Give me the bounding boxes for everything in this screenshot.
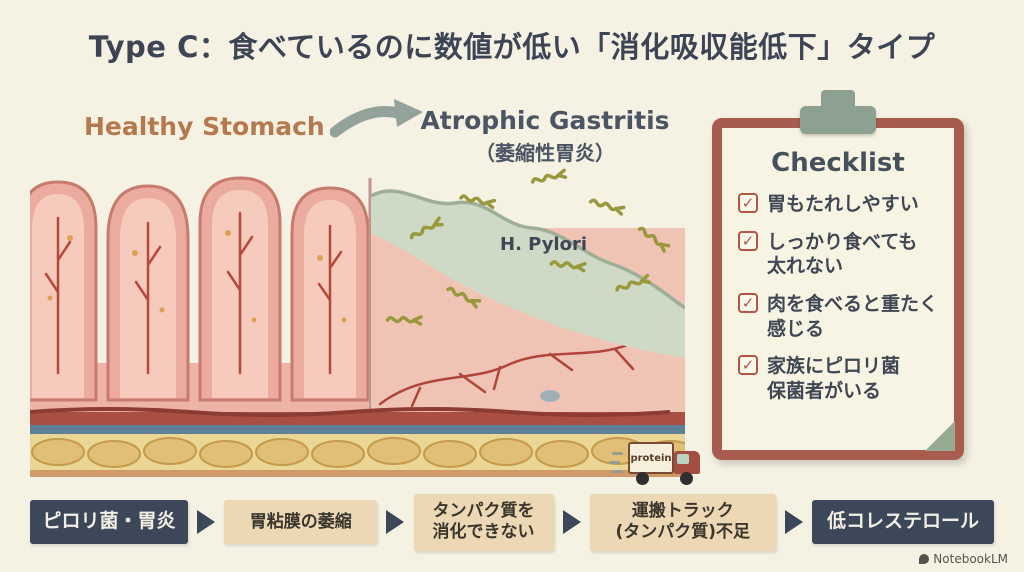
stomach-illustration xyxy=(30,168,685,477)
truck-wheel xyxy=(680,472,693,485)
checklist-item-label: 胃もたれしやすい xyxy=(767,193,919,215)
arrow-right-icon xyxy=(386,510,405,535)
checklist-item: ✓ 家族にピロリ菌 保菌者がいる xyxy=(738,354,940,403)
motion-line xyxy=(612,452,623,455)
h-pylori-label: H. Pylori xyxy=(500,234,588,255)
folded-corner xyxy=(925,421,955,451)
flow-step-transport-shortage: 運搬トラック (タンパク質)不足 xyxy=(589,494,776,551)
flow-step-protein-indigestion: タンパク質を 消化できない xyxy=(413,494,554,551)
clipboard-clip-icon xyxy=(800,106,876,134)
watermark-label: NotebookLM xyxy=(933,552,1008,566)
arrow-right-icon xyxy=(197,510,216,535)
page-title: Type C：食べているのに数値が低い「消化吸収能低下」タイプ xyxy=(88,30,936,64)
checklist-item: ✓ しっかり食べても 太れない xyxy=(738,230,940,279)
checklist-item-label: しっかり食べても 太れない xyxy=(767,230,918,278)
checkbox-checked-icon: ✓ xyxy=(738,193,758,213)
checklist-card: Checklist ✓ 胃もたれしやすい ✓ しっかり食べても 太れない ✓ 肉… xyxy=(712,118,964,460)
checklist-title: Checklist xyxy=(771,148,905,178)
protein-truck-icon: protein xyxy=(609,436,712,496)
transition-arrow-icon xyxy=(330,99,423,138)
watermark: NotebookLM xyxy=(919,552,1008,566)
truck-window xyxy=(677,454,689,464)
checklist-items: ✓ 胃もたれしやすい ✓ しっかり食べても 太れない ✓ 肉を食べると重たく 感… xyxy=(722,178,954,404)
causal-flow: ピロリ菌・胃炎 胃粘膜の萎縮 タンパク質を 消化できない 運搬トラック (タンパ… xyxy=(30,494,994,551)
truck-cargo-box: protein xyxy=(628,442,674,474)
arrow-right-icon xyxy=(562,510,581,535)
flow-step-mucosa-atrophy: 胃粘膜の萎縮 xyxy=(224,500,378,545)
checklist-item: ✓ 胃もたれしやすい xyxy=(738,192,940,217)
checklist-item-label: 家族にピロリ菌 保菌者がいる xyxy=(767,355,901,403)
atrophic-gastritis-label: Atrophic Gastritis （萎縮性胃炎） xyxy=(400,106,690,166)
checklist-item: ✓ 肉を食べると重たく 感じる xyxy=(738,292,940,341)
motion-line xyxy=(612,470,623,473)
checkbox-checked-icon: ✓ xyxy=(738,293,758,314)
checkbox-checked-icon: ✓ xyxy=(738,355,758,376)
healthy-stomach-label: Healthy Stomach xyxy=(84,112,325,141)
flow-step-pylori-gastritis: ピロリ菌・胃炎 xyxy=(30,500,188,545)
clipboard-clip-top-icon xyxy=(821,90,855,110)
checkbox-checked-icon: ✓ xyxy=(738,230,758,251)
atrophic-label-main: Atrophic Gastritis xyxy=(420,106,670,135)
truck-wheel xyxy=(636,472,649,485)
flow-step-low-cholesterol: 低コレステロール xyxy=(812,500,994,545)
atrophic-label-sub: （萎縮性胃炎） xyxy=(475,141,615,165)
motion-line xyxy=(609,461,620,464)
arrow-right-icon xyxy=(784,510,803,535)
checklist-item-label: 肉を食べると重たく 感じる xyxy=(767,293,939,340)
notebooklm-logo-icon xyxy=(919,554,930,564)
